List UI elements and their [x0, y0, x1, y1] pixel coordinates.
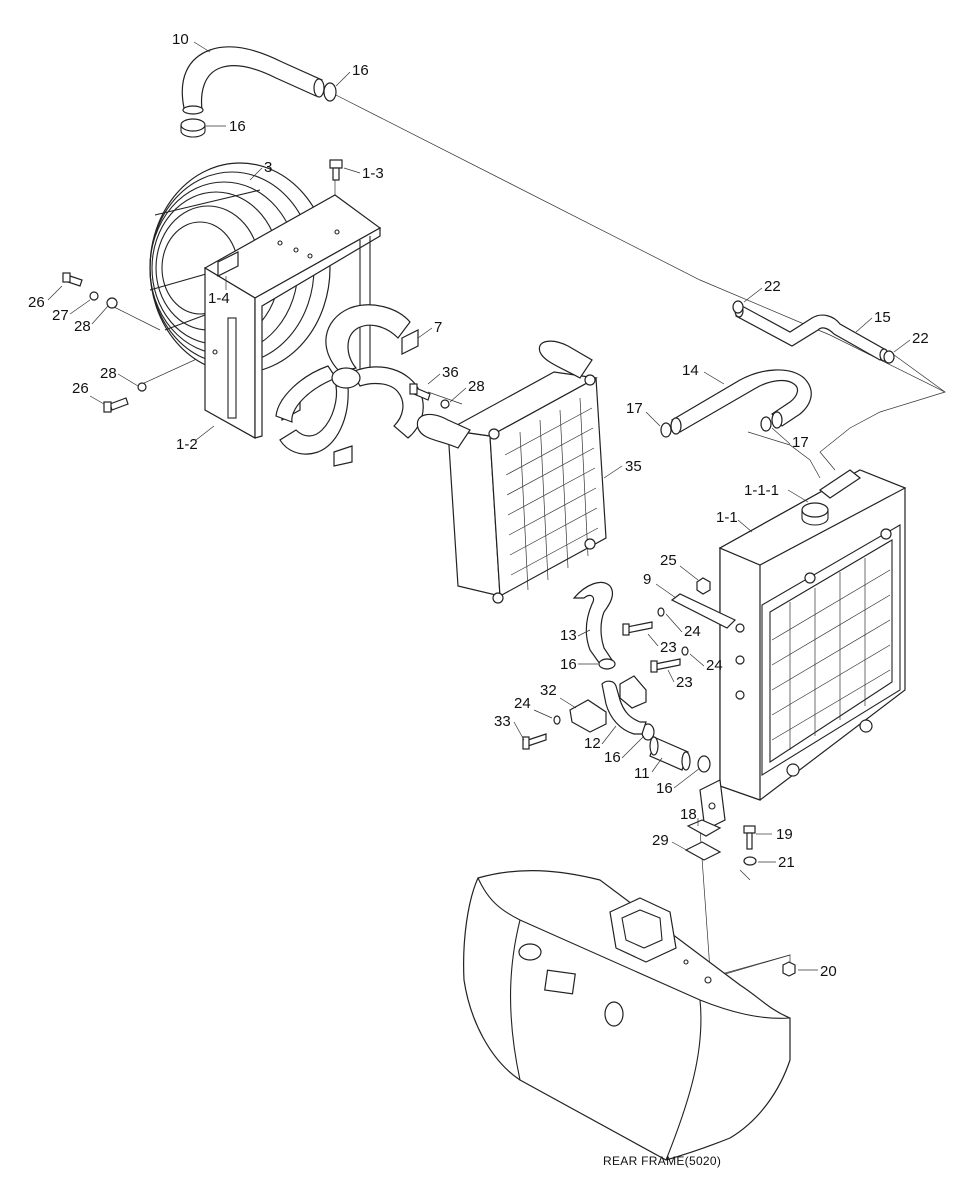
- radiator-core-mesh: [771, 558, 891, 750]
- hose-clamp-16-top: [180, 82, 337, 138]
- washers-part-24: [553, 607, 689, 725]
- bolt-part-36: [409, 383, 431, 401]
- callout-24: 24: [514, 695, 531, 712]
- callout-32: 32: [540, 682, 557, 699]
- callout-28: 28: [74, 318, 91, 335]
- callout-19: 19: [776, 826, 793, 843]
- callout-16: 16: [656, 780, 673, 797]
- callout-22: 22: [764, 278, 781, 295]
- callout-14: 14: [682, 362, 699, 379]
- stay-part-9: [670, 593, 737, 629]
- callout-1-1-1: 1-1-1: [744, 482, 779, 499]
- callout-28: 28: [100, 365, 117, 382]
- callout-16: 16: [604, 749, 621, 766]
- callout-11: 11: [634, 765, 650, 782]
- radiator-cap-part-1-1-1: [801, 469, 862, 526]
- upper-hose-part-10: [181, 46, 325, 115]
- hose-part-11: [649, 736, 691, 771]
- hose-part-14: [670, 369, 812, 435]
- callout-22: 22: [912, 330, 929, 347]
- hose-clamps-17-22: [660, 300, 895, 438]
- callout-24: 24: [706, 657, 723, 674]
- oil-cooler-part-35: [416, 340, 607, 604]
- callout-1-4: 1-4: [208, 290, 230, 307]
- callout-9: 9: [643, 571, 651, 588]
- callout-7: 7: [434, 319, 442, 336]
- washer-part-28-lower: [137, 382, 147, 392]
- callout-23: 23: [676, 674, 693, 691]
- callout-16: 16: [352, 62, 369, 79]
- bolt-part-19: [743, 825, 756, 850]
- bolt-part-26-lower: [103, 397, 129, 413]
- bolt-part-33: [522, 733, 547, 750]
- rear-frame: [463, 870, 791, 1161]
- radiator-part-1-1: [718, 469, 907, 801]
- callout-24: 24: [684, 623, 701, 640]
- callout-18: 18: [680, 806, 697, 823]
- bolt-part-26-upper: [62, 272, 83, 287]
- callout-23: 23: [660, 639, 677, 656]
- callout-36: 36: [442, 364, 459, 381]
- washer-part-21: [743, 856, 757, 866]
- callout-10: 10: [172, 31, 189, 48]
- callout-16: 16: [560, 656, 577, 673]
- callout-17: 17: [792, 434, 809, 451]
- hose-part-13: [572, 581, 614, 665]
- callout-28: 28: [468, 378, 485, 395]
- oil-cooler-core-mesh: [504, 397, 599, 591]
- callout-33: 33: [494, 713, 511, 730]
- callout-26: 26: [72, 380, 89, 397]
- callout-17: 17: [626, 400, 643, 417]
- callout-35: 35: [625, 458, 642, 475]
- washer-part-27: [89, 291, 99, 301]
- fan-part-7: [275, 304, 424, 467]
- callout-26: 26: [28, 294, 45, 311]
- nut-part-20: [782, 961, 796, 977]
- callout-12: 12: [584, 735, 601, 752]
- callout-15: 15: [874, 309, 891, 326]
- callout-16: 16: [229, 118, 246, 135]
- nut-part-25: [696, 577, 711, 595]
- callout-29: 29: [652, 832, 669, 849]
- hose-part-12: [601, 680, 647, 735]
- washer-part-28-upper: [106, 297, 118, 309]
- rear-frame-caption: REAR FRAME(5020): [603, 1154, 721, 1168]
- callout-leaders: [47, 41, 911, 971]
- plate-part-18: [686, 819, 722, 837]
- callout-13: 13: [560, 627, 577, 644]
- callout-1-3: 1-3: [362, 165, 384, 182]
- mount-bracket: [699, 779, 726, 831]
- plate-part-29: [684, 841, 722, 861]
- callout-20: 20: [820, 963, 837, 980]
- fan-shroud-part-1-2: [203, 194, 382, 440]
- callout-25: 25: [660, 552, 677, 569]
- callout-1-2: 1-2: [176, 436, 198, 453]
- bracket-part-32: [569, 675, 647, 733]
- callout-1-1: 1-1: [716, 509, 738, 526]
- hose-clamp-16-lower: [598, 658, 711, 773]
- callout-21: 21: [778, 854, 795, 871]
- washer-part-28-middle: [440, 399, 450, 409]
- callout-27: 27: [52, 307, 69, 324]
- bolt-part-1-3: [329, 159, 343, 181]
- callout-labels: 10 16 16 3 1-3 26 27 28 1-4 7 28 26 1-2 …: [28, 31, 929, 980]
- callout-3: 3: [264, 159, 272, 176]
- bolts-part-23: [622, 621, 681, 673]
